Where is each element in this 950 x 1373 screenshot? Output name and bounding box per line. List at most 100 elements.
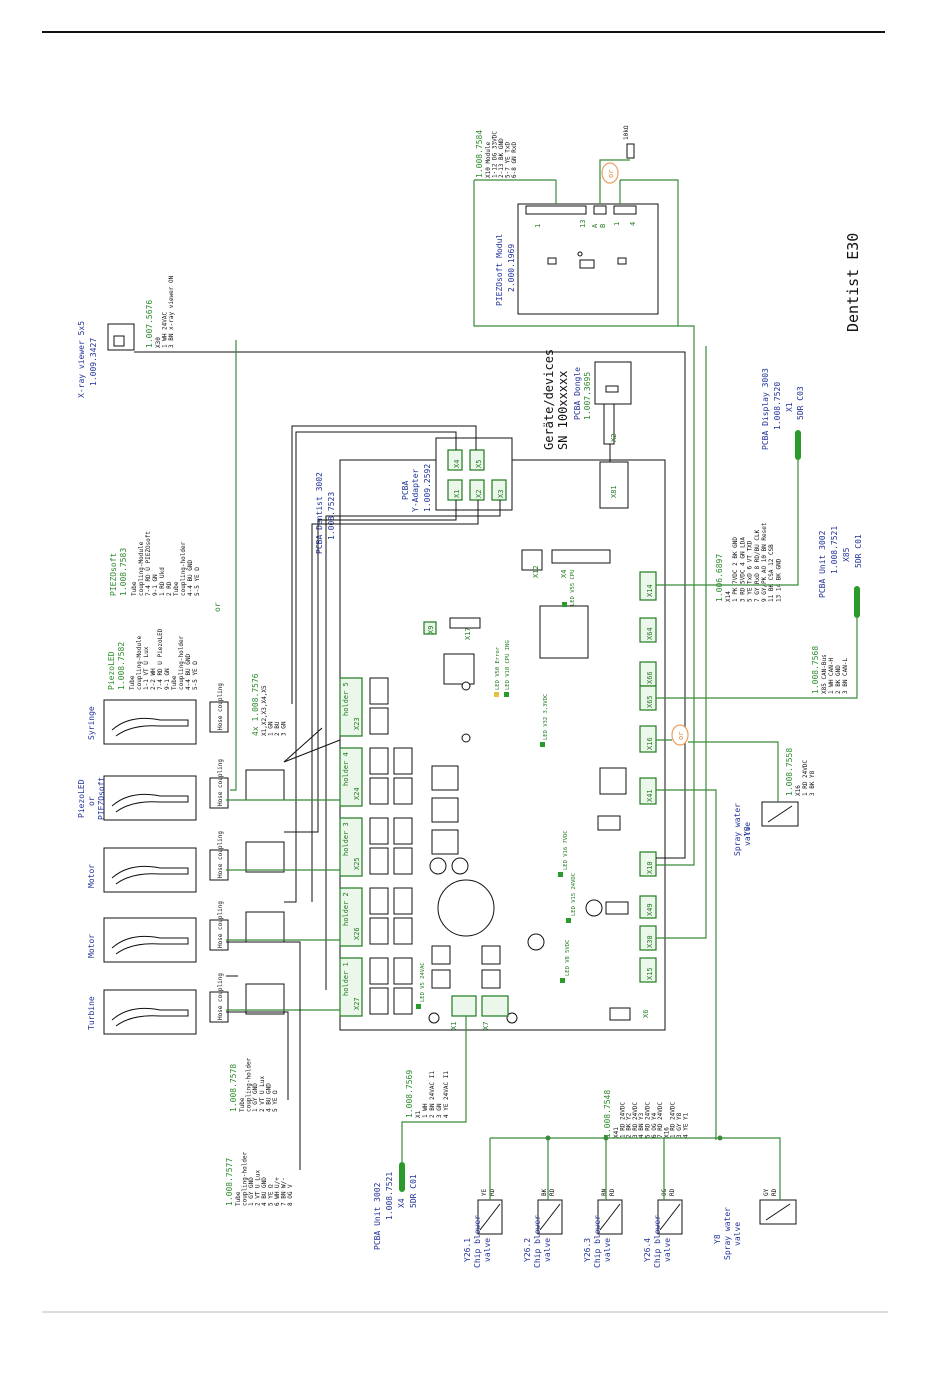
instrument-box [103,699,197,745]
wire-color: RD [669,1188,676,1196]
cable-note-line: coupling-holder [178,635,185,690]
unit-top-x: X85 [842,547,851,562]
y-adapter-pn: 1.009.2592 [423,464,432,512]
cable-note-line: 5 YE Ω [268,1184,275,1206]
dongle-chip [605,385,619,393]
cable-note-line: 4 YE Y1 [682,1112,689,1138]
unit-bottom-pn: 1.008.7521 [385,1172,394,1220]
holder-label: X23 [353,717,361,730]
junction [545,1135,551,1141]
connector-x25 [339,817,363,877]
cable-7576-pn: 4x 1.008.7576 [251,673,260,736]
wire-turbine-cable [226,1011,289,1100]
display-sdr: 5DR C03 [796,386,805,420]
or-badge [601,162,619,184]
y-adapter-connectors: X4 X5 X1 X2 X3 [447,449,507,501]
dongle-pn: 1.007.3695 [583,372,592,420]
cable-note-line: 5-5 YE Ω [192,661,199,690]
cable-note-line: X1,X2,X3,X4,X5 [261,685,268,736]
connector-x16 [639,725,657,753]
cable-note-line: 1 GY GND [252,1083,259,1112]
xray-viewer-port [113,335,125,347]
cable-note-line: 4 BU GND [261,1177,268,1206]
or-text: or [607,170,615,178]
cable-7578-pn: 1.008.7578 [229,1064,238,1112]
module-part [617,257,627,265]
cable-note-line: 1 GY GND [248,1177,255,1206]
connector-x64 [639,617,657,643]
valve-name2: valve [663,1238,672,1262]
wire-ya1 [284,431,457,903]
module-part [547,257,557,265]
cable-note-line: Tube [173,581,180,596]
led-v50-label: LED V50 Error [495,646,501,690]
ya-x3 [491,479,507,501]
cable-note-line: 9-1 GN [164,668,171,690]
cable-note-line: 2 BN 24VAC I1 [429,1071,436,1118]
wire-14 [620,179,679,326]
cable-note-line: 5 YE TxD 6 VT TXD [747,540,754,602]
capacitor [506,1012,518,1024]
wire-ya4 [311,500,479,902]
cable-note-line: 5-7 YE TxD [505,141,512,178]
cable-note-line: Tube [239,1097,246,1112]
pcba-dentist-label: PCBA Dentist 3002 [315,472,324,554]
valve-symbol [599,1203,621,1231]
holder-5-label: holder 5 [342,682,350,716]
hose-coupling [209,991,229,1023]
piezoled-label: PiezoLED [107,651,116,690]
unit-top-sdr: 5DR C01 [854,534,863,568]
cable-note-line: 2 VT U Lux [259,1075,266,1112]
cable-note-line: 3 GY Y8 [676,1112,683,1138]
relay [369,917,389,945]
instrument-label: Syringe [87,706,96,740]
cable-note-line: 1 RD 24VDC [670,1101,677,1138]
wire-piezo-inst [230,340,237,791]
x17-label: X17 [464,627,472,640]
relay [393,747,413,775]
ic-chip [443,653,475,685]
wire-color: RD [489,1188,496,1196]
display-label: PCBA Display 3003 [761,368,770,450]
pin-label: 1 [534,224,542,228]
component-block [481,945,501,965]
relay [369,747,389,775]
serial-number: SN 100xxxxx [556,371,570,450]
x81-label: X81 [610,485,618,498]
valve-name2: valve [603,1238,612,1262]
handpiece-icon [111,865,189,885]
x81-component [599,461,629,509]
wires [134,159,858,1200]
hose-coupling-label: Hose coupling [217,683,224,730]
unit-bottom-label: PCBA Unit 3002 [373,1182,382,1250]
holder-label: X27 [353,997,361,1010]
instrument-box [103,847,197,893]
x12-component [521,549,543,571]
wire-color: BK [541,1188,548,1196]
cable-note-line: Tube [171,675,178,690]
cable-note-line: 7 BN W/- [281,1177,288,1206]
connector-x23 [339,677,363,737]
hose-coupling-label: Hose coupling [217,973,224,1020]
wire-color: BN [601,1188,608,1196]
instrument-label: or [87,796,96,806]
wire-ya3 [284,500,457,833]
component-block [597,815,621,831]
connector-x27 [339,957,363,1017]
led-v15-label: LED V15 24VDC [571,873,577,916]
cable-7558-pn: 1.008.7558 [785,748,794,796]
wire-color: GY [763,1188,770,1196]
cable-note-line: 2-2 WH [150,668,157,690]
x49-label: X49 [646,903,654,916]
cable-note-line: X16 [795,785,802,796]
led-v5 [416,1004,421,1009]
valve-symbol [659,1203,681,1231]
cable-note-line: 1 RD 24VDC [619,1101,626,1138]
x10-label: X10 [646,861,654,874]
pin-label: B [599,224,607,228]
relay-grid [369,677,413,1015]
